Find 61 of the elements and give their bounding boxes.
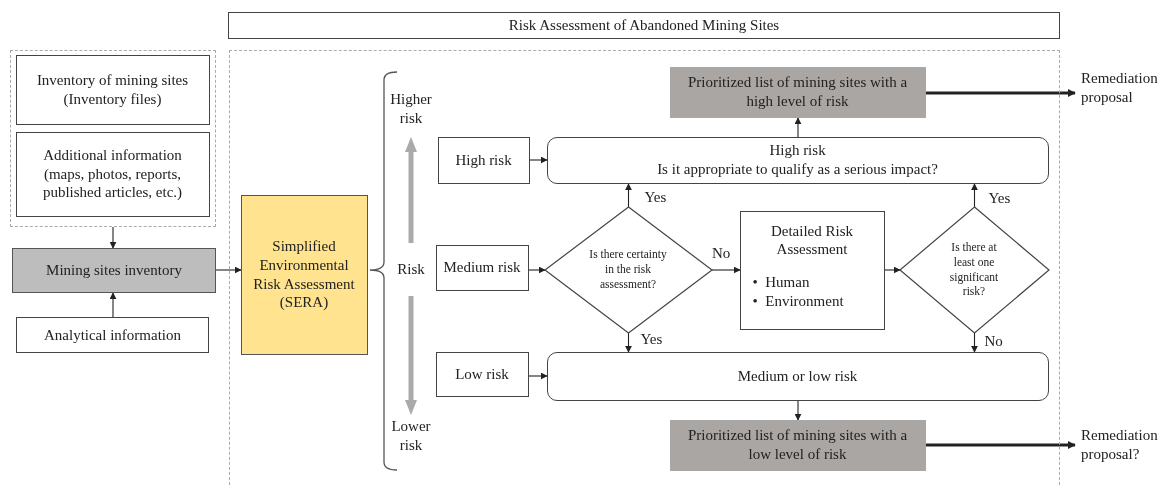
inventory-box: [12, 248, 216, 293]
axis-label: Risk: [396, 260, 426, 279]
edge-label: No: [984, 333, 1003, 348]
input-box: [16, 317, 209, 353]
node-text: High risk: [454, 150, 513, 170]
node-text: Medium risk: [442, 258, 522, 277]
node-text: Prioritized list of mining sites with a high level of risk: [686, 73, 909, 111]
bullet-item: • Environment: [751, 291, 844, 311]
end-text: Remediation proposal: [1080, 69, 1159, 107]
axis-label: Higher risk: [389, 90, 433, 128]
input-box: [15, 131, 210, 217]
title-box: [228, 12, 1060, 39]
edge-label: No: [712, 245, 731, 261]
arrow: [794, 117, 802, 138]
arrow: [971, 183, 978, 208]
node-text: Analytical information: [42, 325, 182, 345]
node-text: Mining sites inventory: [45, 261, 183, 280]
process-box: [240, 194, 368, 355]
node-text: Inventory of mining sites (Inventory files): [35, 70, 190, 109]
arrow: [794, 400, 802, 421]
bullet-item: • Human: [751, 273, 810, 292]
decision-text: Is there at least one significant risk?: [948, 239, 1000, 300]
node-text: Prioritized list of mining sites with a low level of risk: [686, 426, 909, 464]
risk-level-box: [435, 244, 529, 291]
input-box: [15, 54, 210, 125]
outcome-box: [546, 136, 1049, 184]
node-text: Simplified Environmental Risk Assessment (SERA): [252, 237, 356, 312]
node-text: Low risk: [454, 364, 510, 384]
risk-level-box: [435, 351, 529, 397]
node-text: High risk: [768, 141, 827, 160]
node-text: Is it appropriate to qualify as a serious impact?: [656, 160, 939, 179]
group-box: [229, 50, 1060, 486]
node-text: Medium or low risk: [736, 366, 859, 386]
node-text: Additional information (maps, photos, reports, published articles, etc.): [41, 145, 184, 203]
arrow: [625, 183, 632, 208]
arrow: [971, 332, 978, 353]
group-box: [10, 50, 216, 227]
arrow: [109, 226, 117, 249]
node-text: Detailed Risk Assessment: [769, 221, 855, 259]
decision-text: Is there certainty in the risk assessment?: [588, 247, 668, 292]
result-box: [669, 419, 926, 471]
result-box: [669, 66, 926, 118]
arrow: [528, 266, 546, 274]
edge-label: Yes: [640, 331, 663, 346]
arrow: [109, 292, 117, 318]
arrow: [529, 156, 548, 164]
process-box: [739, 210, 885, 330]
arrow: [711, 266, 741, 274]
edge-label: Yes: [988, 190, 1011, 205]
edge-label: Yes: [644, 189, 667, 204]
arrow: [926, 89, 1076, 97]
outcome-box: [546, 351, 1049, 401]
arrow: [625, 332, 632, 353]
node-text: Risk Assessment of Abandoned Mining Sites: [507, 16, 781, 35]
end-text: Remediation proposal?: [1080, 426, 1159, 464]
arrow: [884, 266, 901, 274]
arrow: [215, 266, 242, 274]
axis-label: Lower risk: [390, 417, 432, 455]
arrow: [528, 372, 548, 380]
arrow: [926, 441, 1076, 449]
risk-level-box: [437, 136, 530, 184]
